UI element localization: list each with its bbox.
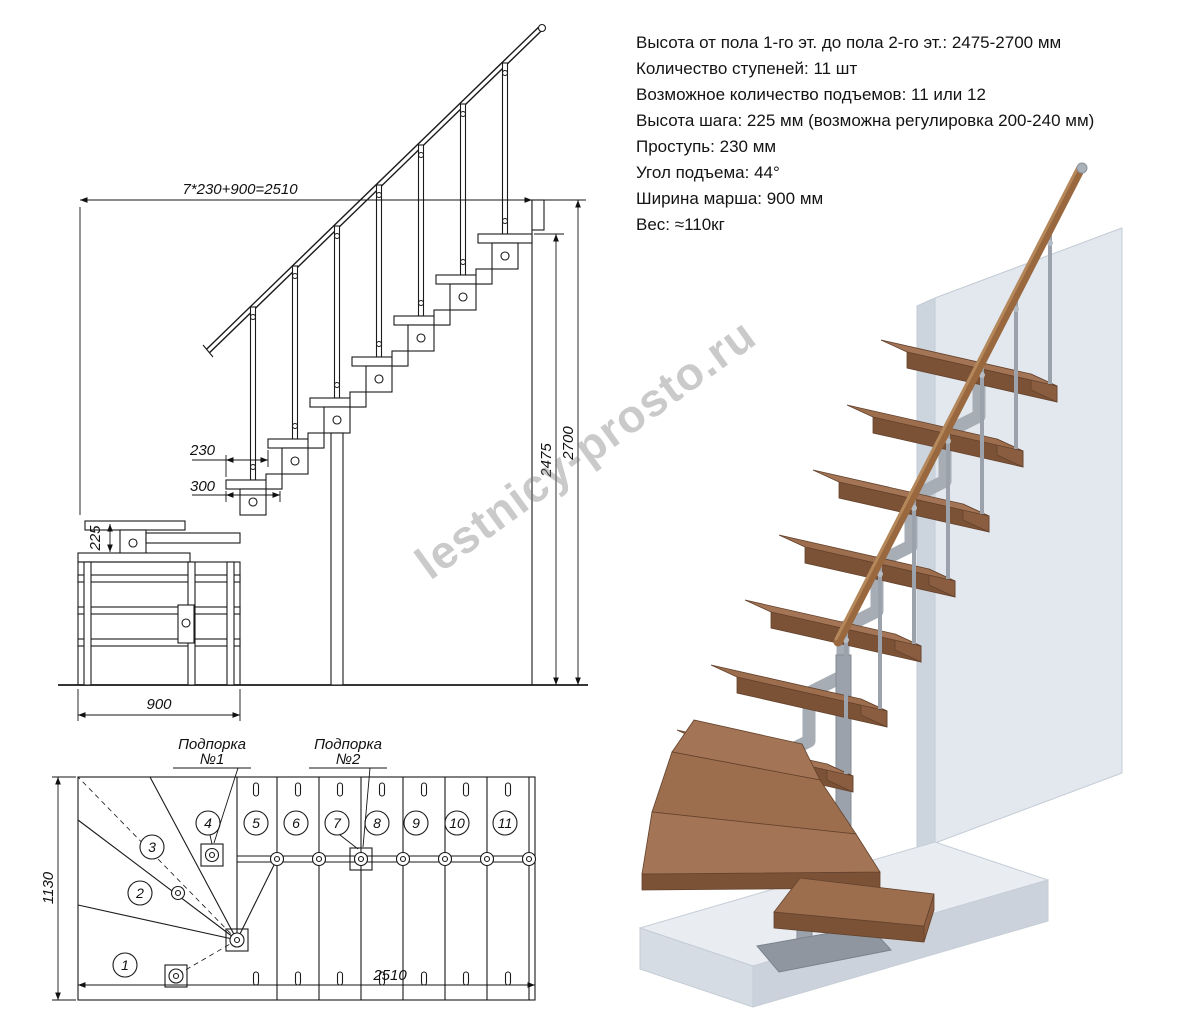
- plan-outline: [77, 776, 536, 1001]
- dimension-2475: 2475: [534, 233, 564, 685]
- support-2-label-line1: Подпорка: [314, 736, 382, 753]
- dim-riser-label: 225: [87, 525, 104, 552]
- dimension-2510-plan: 2510: [78, 967, 535, 988]
- dimension-depth-300: 300: [190, 478, 281, 502]
- dim-depth-label: 300: [190, 478, 216, 495]
- dimension-total-length: 7*230+900=2510: [79, 181, 532, 515]
- dimension-2700: 2700: [538, 199, 586, 685]
- step-number-1: 1: [121, 957, 129, 973]
- dim-2475-label: 2475: [538, 443, 555, 478]
- support-1-label-line1: Подпорка: [178, 736, 246, 753]
- balusters-3d: [844, 233, 1052, 774]
- dim-run-label: 230: [189, 442, 216, 459]
- central-stringer-plan: [164, 843, 537, 988]
- step-number-3: 3: [148, 839, 156, 855]
- balusters-side: [249, 62, 509, 481]
- handrail-side: [202, 23, 547, 358]
- spec-line-width: Ширина марша: 900 мм: [636, 189, 824, 208]
- step-number-4: 4: [204, 815, 212, 831]
- support-labels: Подпорка №1 Подпорка №2: [173, 736, 387, 848]
- step-number-10: 10: [449, 815, 465, 831]
- spec-line-rise-count: Возможное количество подъемов: 11 или 12: [636, 85, 986, 104]
- dim-1130-label: 1130: [40, 871, 57, 904]
- winder-treads-3d: [641, 719, 935, 943]
- dim-900-label: 900: [146, 696, 172, 713]
- spec-line-weight: Вес: ≈110кг: [636, 215, 725, 234]
- spec-line-height-range: Высота от пола 1-го эт. до пола 2-го эт.…: [636, 33, 1062, 52]
- step-number-5: 5: [252, 815, 260, 831]
- dimension-1130: 1130: [40, 776, 76, 1001]
- support-2-label-line2: №2: [336, 751, 361, 768]
- dimension-900: 900: [77, 689, 241, 721]
- support-1-label-line2: №1: [200, 751, 225, 768]
- dimension-run-230: 230: [189, 442, 269, 477]
- step-numbers: 1 2 3 4 5 6 7 8 9 10 11: [112, 810, 518, 978]
- dim-2510-label: 2510: [372, 967, 407, 984]
- step-number-7: 7: [333, 815, 342, 831]
- step-number-2: 2: [135, 885, 144, 901]
- winder-boundaries: [77, 776, 238, 973]
- spec-line-angle: Угол подъема: 44°: [636, 163, 780, 182]
- step-number-9: 9: [412, 815, 420, 831]
- spec-line-step-height: Высота шага: 225 мм (возможна регулировк…: [636, 111, 1095, 130]
- step-number-11: 11: [498, 815, 513, 831]
- spec-line-tread: Проступь: 230 мм: [636, 137, 777, 156]
- step-number-6: 6: [292, 815, 300, 831]
- spec-list: Высота от пола 1-го эт. до пола 2-го эт.…: [636, 30, 1181, 238]
- dimension-riser-225: 225: [87, 524, 113, 552]
- side-elevation-drawing: 7*230+900=2510 230 300 225 2475 2700: [58, 23, 588, 721]
- dim-top-label: 7*230+900=2510: [182, 181, 298, 198]
- winder-structure-side: [77, 520, 241, 686]
- plan-view-drawing: 1 2 3 4 5 6 7 8 9 10 11 Подпорка №1 Подп…: [40, 736, 537, 1001]
- modular-stringer-side: [239, 242, 519, 686]
- spec-line-step-count: Количество ступеней: 11 шт: [636, 59, 858, 78]
- step-number-8: 8: [373, 815, 381, 831]
- dim-2700-label: 2700: [560, 426, 577, 461]
- treads-side: [225, 233, 533, 490]
- handrail-3d: [833, 162, 1088, 647]
- stair-3d-render: [638, 162, 1123, 1008]
